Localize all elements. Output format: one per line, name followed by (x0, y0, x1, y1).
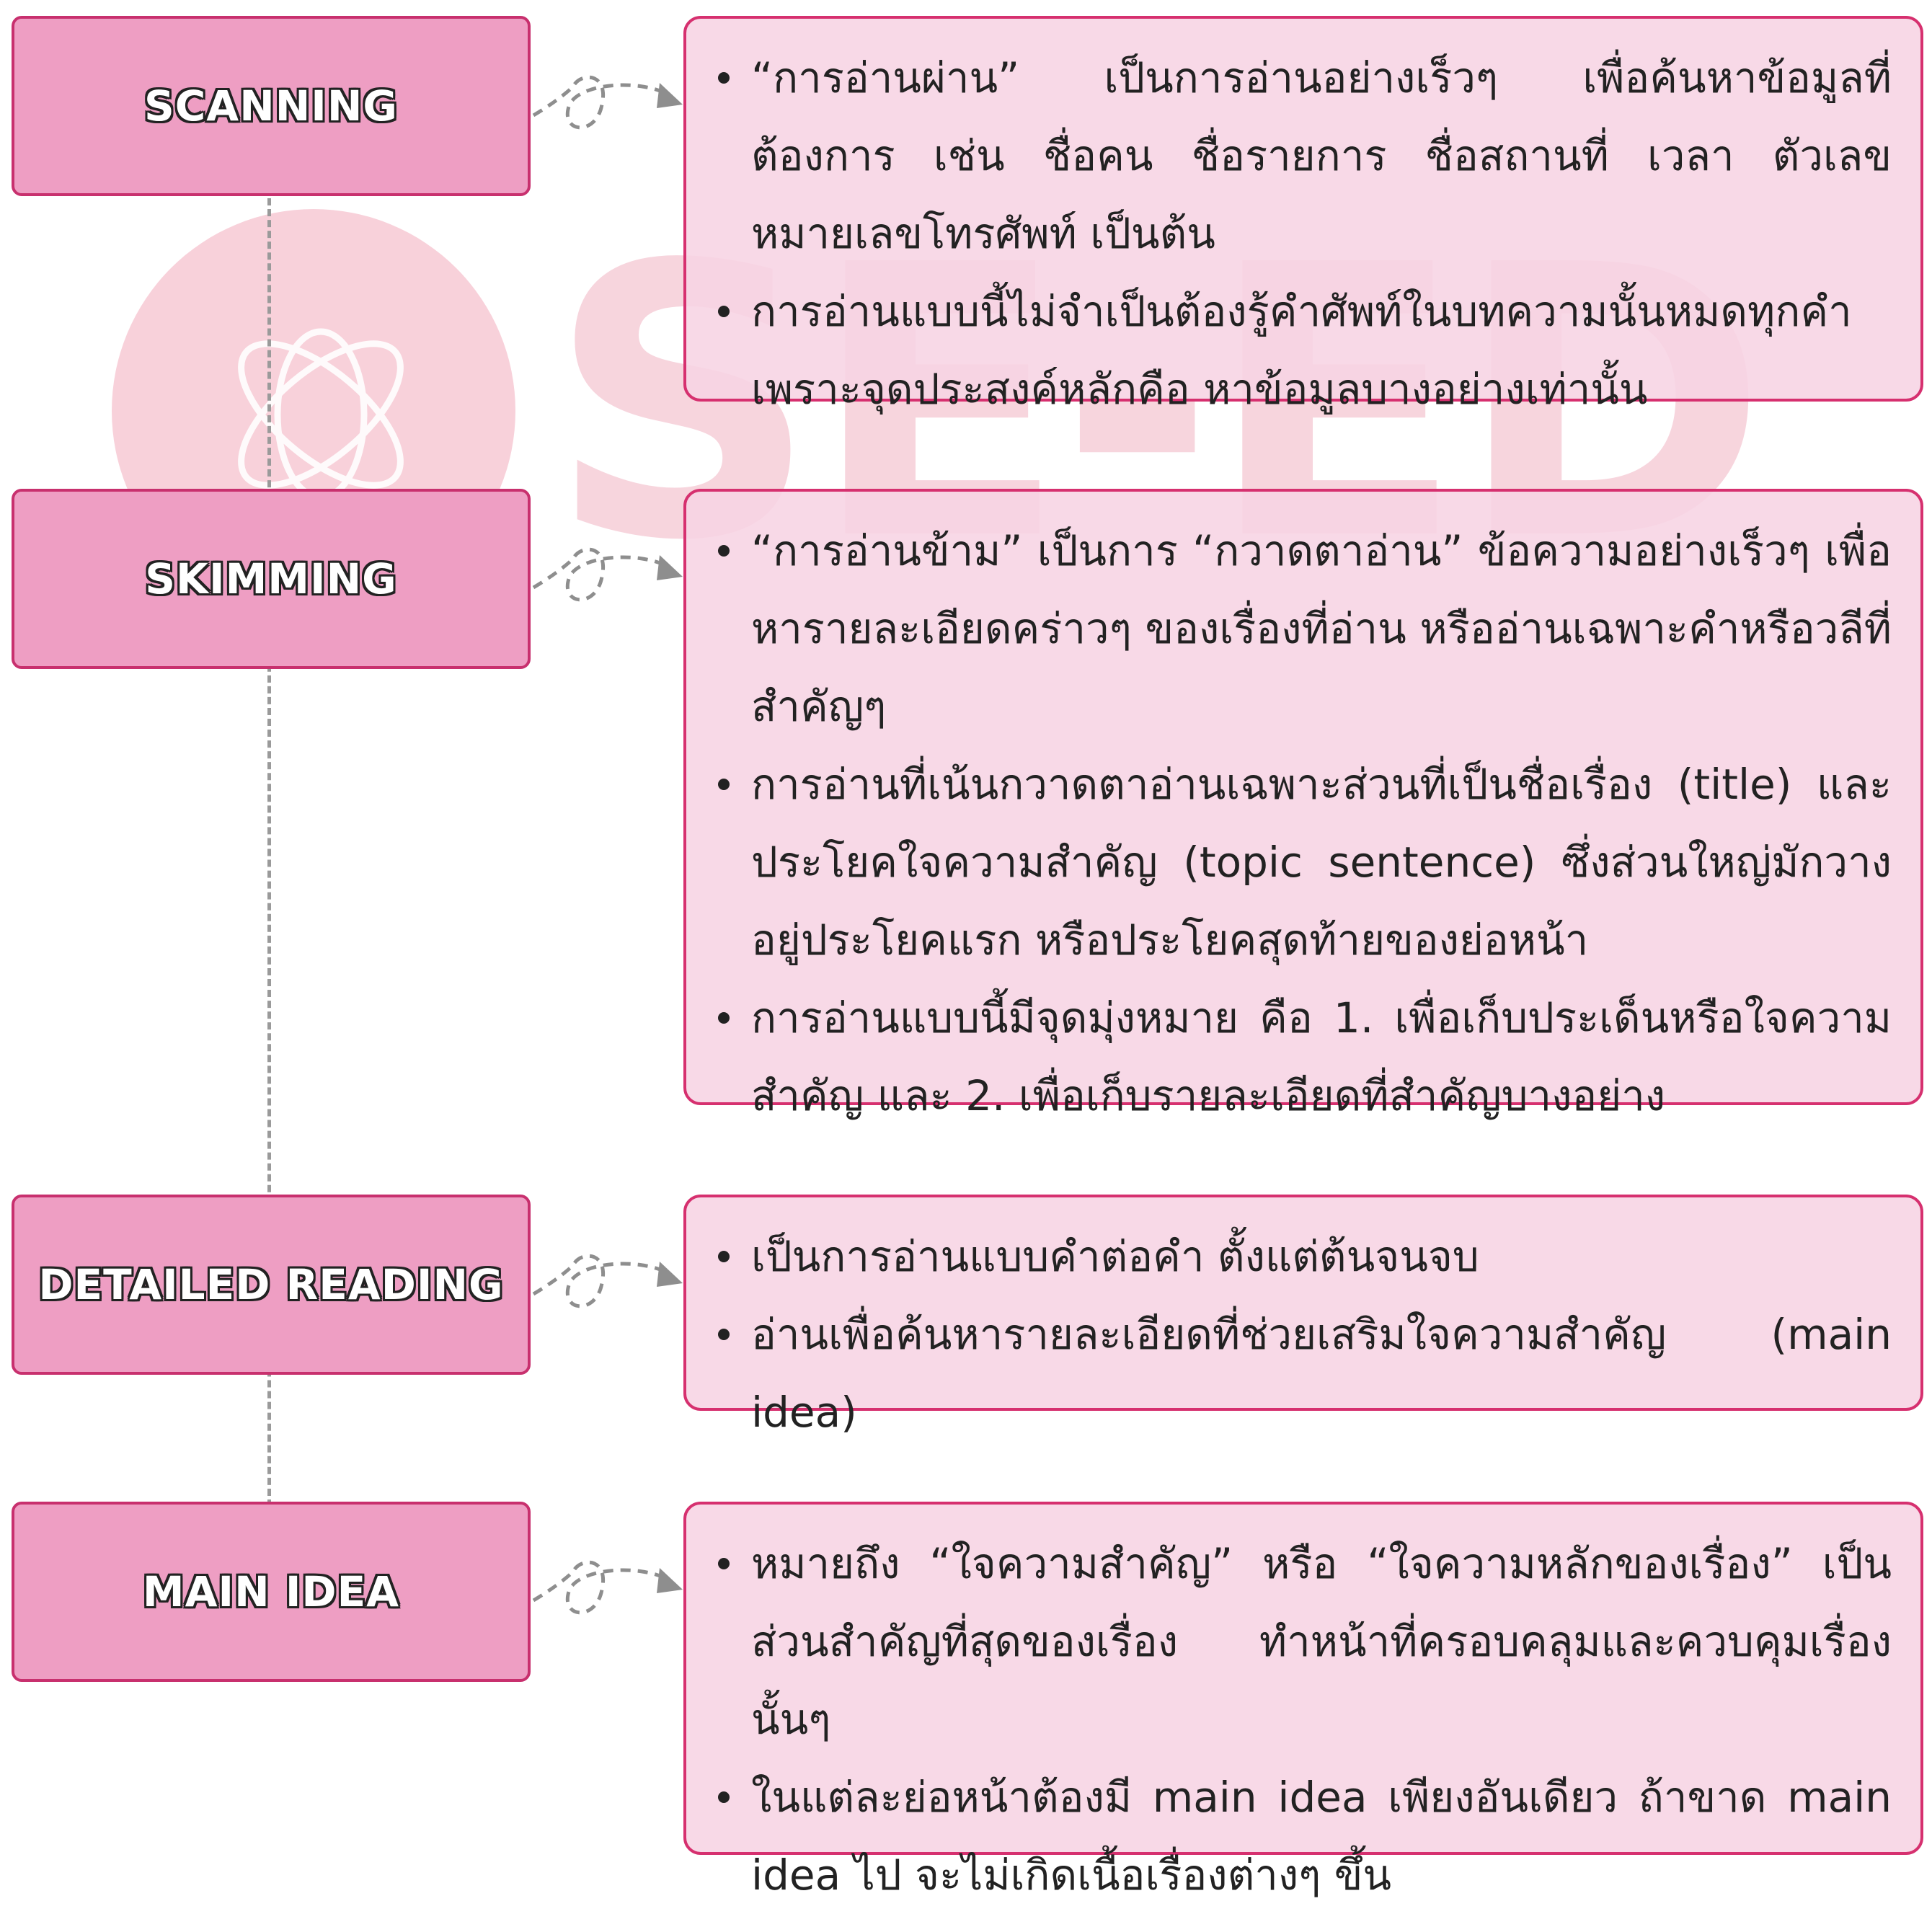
arrow-main-idea-icon (532, 1560, 683, 1615)
watermark-emblem-icon (238, 328, 404, 501)
label-main-idea: MAIN IDEA (12, 1502, 531, 1682)
bullet-item: “การอ่านผ่าน” เป็นการอ่านอย่างเร็วๆ เพื่… (718, 39, 1892, 273)
bullet-item: การอ่านแบบนี้ไม่จำเป็นต้องรู้คำศัพท์ในบท… (718, 273, 1892, 428)
bullet-item: การอ่านที่เน้นกวาดตาอ่านเฉพาะส่วนที่เป็น… (718, 745, 1892, 979)
arrow-scanning-icon (532, 75, 683, 130)
label-skimming: SKIMMING (12, 489, 531, 669)
bullet-item: “การอ่านข้าม” เป็นการ “กวาดตาอ่าน” ข้อคว… (718, 512, 1892, 745)
bullet-item: เป็นการอ่านแบบคำต่อคำ ตั้งแต่ต้นจนจบ (718, 1218, 1892, 1295)
arrow-skimming-icon (532, 547, 683, 602)
arrow-detailed-reading-icon (532, 1254, 683, 1308)
bullet-item: อ่านเพื่อค้นหารายละเอียดที่ช่วยเสริมใจคว… (718, 1295, 1892, 1451)
box-main-idea: หมายถึง “ใจความสำคัญ” หรือ “ใจความหลักขอ… (683, 1502, 1923, 1900)
box-scanning: “การอ่านผ่าน” เป็นการอ่านอย่างเร็วๆ เพื่… (683, 16, 1923, 414)
bullet-item: การอ่านแบบนี้มีจุดมุ่งหมาย คือ 1. เพื่อเ… (718, 979, 1892, 1135)
box-skimming: “การอ่านข้าม” เป็นการ “กวาดตาอ่าน” ข้อคว… (683, 489, 1923, 1120)
bullet-item: ในแต่ละย่อหน้าต้องมี main idea เพียงอันเ… (718, 1758, 1892, 1914)
label-detailed-reading: DETAILED READING (12, 1195, 531, 1375)
label-scanning: SCANNING (12, 16, 531, 196)
vertical-connector (267, 198, 271, 1507)
box-detailed-reading: เป็นการอ่านแบบคำต่อคำ ตั้งแต่ต้นจนจบ อ่า… (683, 1195, 1923, 1437)
bullet-item: หมายถึง “ใจความสำคัญ” หรือ “ใจความหลักขอ… (718, 1525, 1892, 1758)
